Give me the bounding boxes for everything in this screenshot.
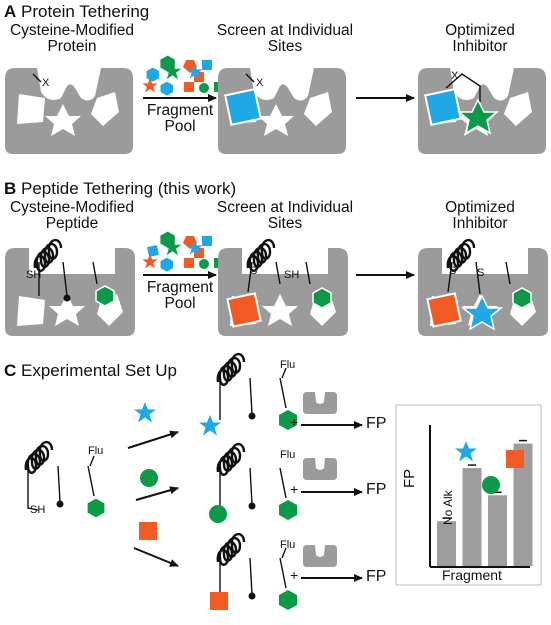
bar-star <box>462 468 482 566</box>
fragment-pool-label-b: Fragment Pool <box>146 279 214 313</box>
s-label-b-inhibitor-2: S <box>477 267 485 279</box>
chart-circle-marker <box>482 476 500 494</box>
panel-a-graphics <box>5 55 546 154</box>
orange-square-fragment <box>139 522 157 540</box>
fp-label-row2: FP <box>366 481 387 498</box>
sh-label-c: SH <box>30 504 46 516</box>
peptide-pocket-screen <box>218 238 348 336</box>
flu-label-row1: Flu <box>280 359 296 371</box>
sh-label-b-start: SH <box>26 269 42 281</box>
fp-label-row3: FP <box>366 568 387 585</box>
protein-pocket-inhibitor <box>418 68 546 154</box>
arrow-c-row2 <box>135 486 179 501</box>
protein-pocket-start <box>5 68 133 154</box>
peptide-pocket-start <box>5 238 135 336</box>
x-label-start: X <box>42 77 50 89</box>
peptide-pocket-inhibitor <box>418 238 548 336</box>
screen-sites-label-b: Screen at Individual Sites <box>216 199 354 233</box>
flu-label-row3: Flu <box>280 539 296 551</box>
chart-square-marker <box>506 450 524 468</box>
arrow-c-row3 <box>133 547 179 567</box>
peptide-star-product <box>199 352 297 436</box>
sh-label-b-screen: SH <box>284 269 300 281</box>
fragment-pool-label-a: Fragment Pool <box>146 102 214 136</box>
flu-label-row2: Flu <box>280 449 296 461</box>
cysteine-modified-peptide-label: Cysteine-Modified Peptide <box>9 199 135 233</box>
fp-label-row1: FP <box>366 415 387 432</box>
panel-b-graphics <box>5 231 548 336</box>
cysteine-modified-protein-label: Cysteine-Modified Protein <box>9 22 135 56</box>
panel-c-letter: C <box>4 361 17 380</box>
green-circle-fragment <box>140 469 158 487</box>
starting-peptide <box>24 440 106 519</box>
chart-y-label: FP <box>401 468 418 488</box>
panel-a-title: A Protein Tethering <box>4 3 149 21</box>
chart-x-label: Fragment <box>442 567 502 583</box>
plus-row3: + <box>290 567 299 583</box>
plus-row1: + <box>290 414 299 430</box>
protein-pocket-screen <box>218 68 346 154</box>
bar-circle <box>488 495 507 566</box>
protein-cup-row1 <box>303 392 337 414</box>
arrow-c-row1 <box>127 430 179 449</box>
fragment-pool-b <box>142 231 224 272</box>
no-alk-label: No Alk <box>441 490 455 525</box>
peptide-square-product <box>210 532 297 610</box>
bar-square <box>513 443 533 566</box>
plus-row2: + <box>290 481 299 497</box>
panel-c-title-text: Experimental Set Up <box>21 361 177 380</box>
screen-sites-label-a: Screen at Individual Sites <box>216 22 354 56</box>
fragment-pool-a <box>142 55 224 96</box>
bar-series <box>437 439 533 566</box>
panel-b-letter: B <box>4 179 17 198</box>
protein-cup-row3 <box>303 545 337 567</box>
blue-star-fragment <box>134 402 156 423</box>
panel-b-title: B Peptide Tethering (this work) <box>4 180 236 198</box>
peptide-circle-product <box>209 442 297 523</box>
panel-a-title-text: Protein Tethering <box>21 2 150 21</box>
optimized-inhibitor-label-a: Optimized Inhibitor <box>445 22 515 56</box>
protein-cup-row2 <box>303 458 337 480</box>
optimized-inhibitor-label-b: Optimized Inhibitor <box>445 199 515 233</box>
s-label-b-inhibitor-1: S <box>449 265 457 277</box>
x-label-screen: X <box>256 77 264 89</box>
panel-b-title-text: Peptide Tethering (this work) <box>21 179 237 198</box>
s-label-b-screen: S <box>250 265 258 277</box>
panel-c-title: C Experimental Set Up <box>4 362 177 380</box>
panel-a-letter: A <box>4 2 17 21</box>
panel-c-graphics <box>24 352 542 610</box>
x-label-inhibitor: X <box>451 70 459 82</box>
flu-label-start: Flu <box>88 445 104 457</box>
bar-no-alk <box>437 521 456 566</box>
